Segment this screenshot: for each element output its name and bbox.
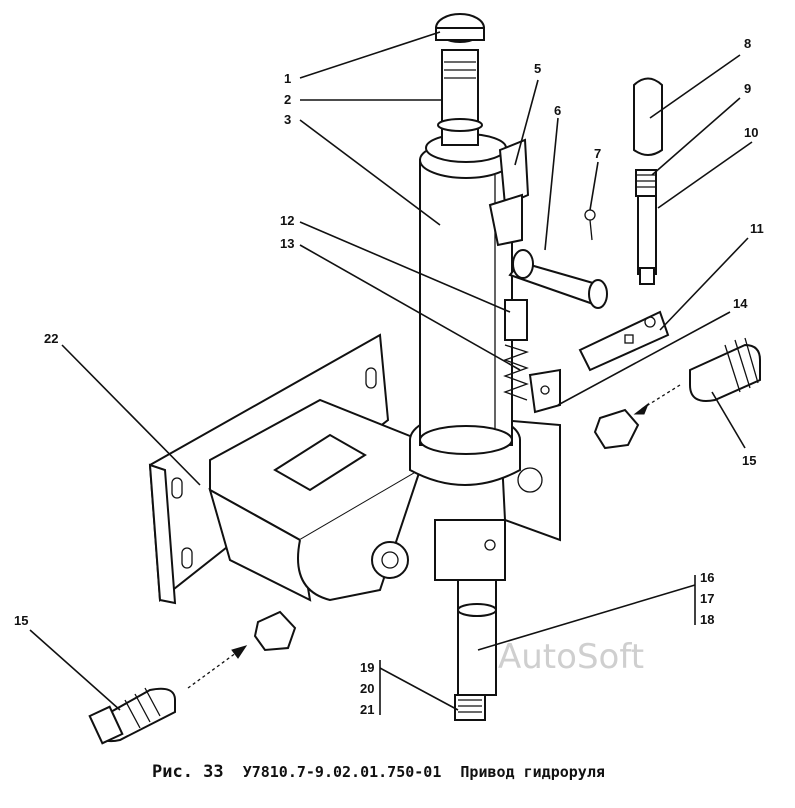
callout-19: 19 — [360, 660, 374, 675]
callout-13: 13 — [280, 236, 294, 251]
dashed-arrows — [187, 384, 681, 689]
callout-2: 2 — [284, 92, 291, 107]
clip — [488, 138, 530, 247]
callout-6: 6 — [554, 103, 561, 118]
mounting-bracket — [148, 333, 421, 605]
leader-lines — [29, 31, 753, 715]
cap — [633, 77, 663, 156]
callout-15-left: 15 — [14, 613, 28, 628]
callout-3: 3 — [284, 112, 291, 127]
cotter-pin — [584, 209, 596, 241]
callout-10: 10 — [744, 125, 758, 140]
small-bracket — [528, 368, 561, 414]
callout-18: 18 — [700, 612, 714, 627]
lower-shaft — [434, 519, 506, 721]
callout-22: 22 — [44, 331, 58, 346]
watermark: AutoSoft — [498, 637, 644, 677]
callout-21: 21 — [360, 702, 374, 717]
part-number: У7810.7-9.02.01.750-01 — [242, 763, 442, 781]
callout-14: 14 — [733, 296, 748, 311]
callout-1: 1 — [284, 71, 291, 86]
figure-label: Рис. 33 — [152, 762, 224, 782]
threaded-sleeve-left — [88, 610, 297, 745]
stud — [635, 169, 657, 285]
callout-7: 7 — [594, 146, 601, 161]
spring — [503, 299, 530, 401]
callout-labels: 1 2 3 5 6 7 8 9 10 11 12 13 14 15 15 16 … — [14, 36, 764, 717]
callout-15-right: 15 — [742, 453, 756, 468]
figure-caption: Рис. 33 У7810.7-9.02.01.750-01 Привод ги… — [152, 762, 615, 782]
callout-8: 8 — [744, 36, 751, 51]
threaded-sleeve-right — [593, 337, 761, 450]
pin — [508, 249, 608, 309]
fork — [578, 310, 670, 372]
callout-12: 12 — [280, 213, 294, 228]
top-shaft — [435, 13, 485, 146]
callout-20: 20 — [360, 681, 374, 696]
figure-title: Привод гидроруля — [460, 763, 605, 781]
callout-17: 17 — [700, 591, 714, 606]
callout-16: 16 — [700, 570, 714, 585]
callout-5: 5 — [534, 61, 541, 76]
callout-11: 11 — [750, 221, 764, 236]
callout-9: 9 — [744, 81, 751, 96]
